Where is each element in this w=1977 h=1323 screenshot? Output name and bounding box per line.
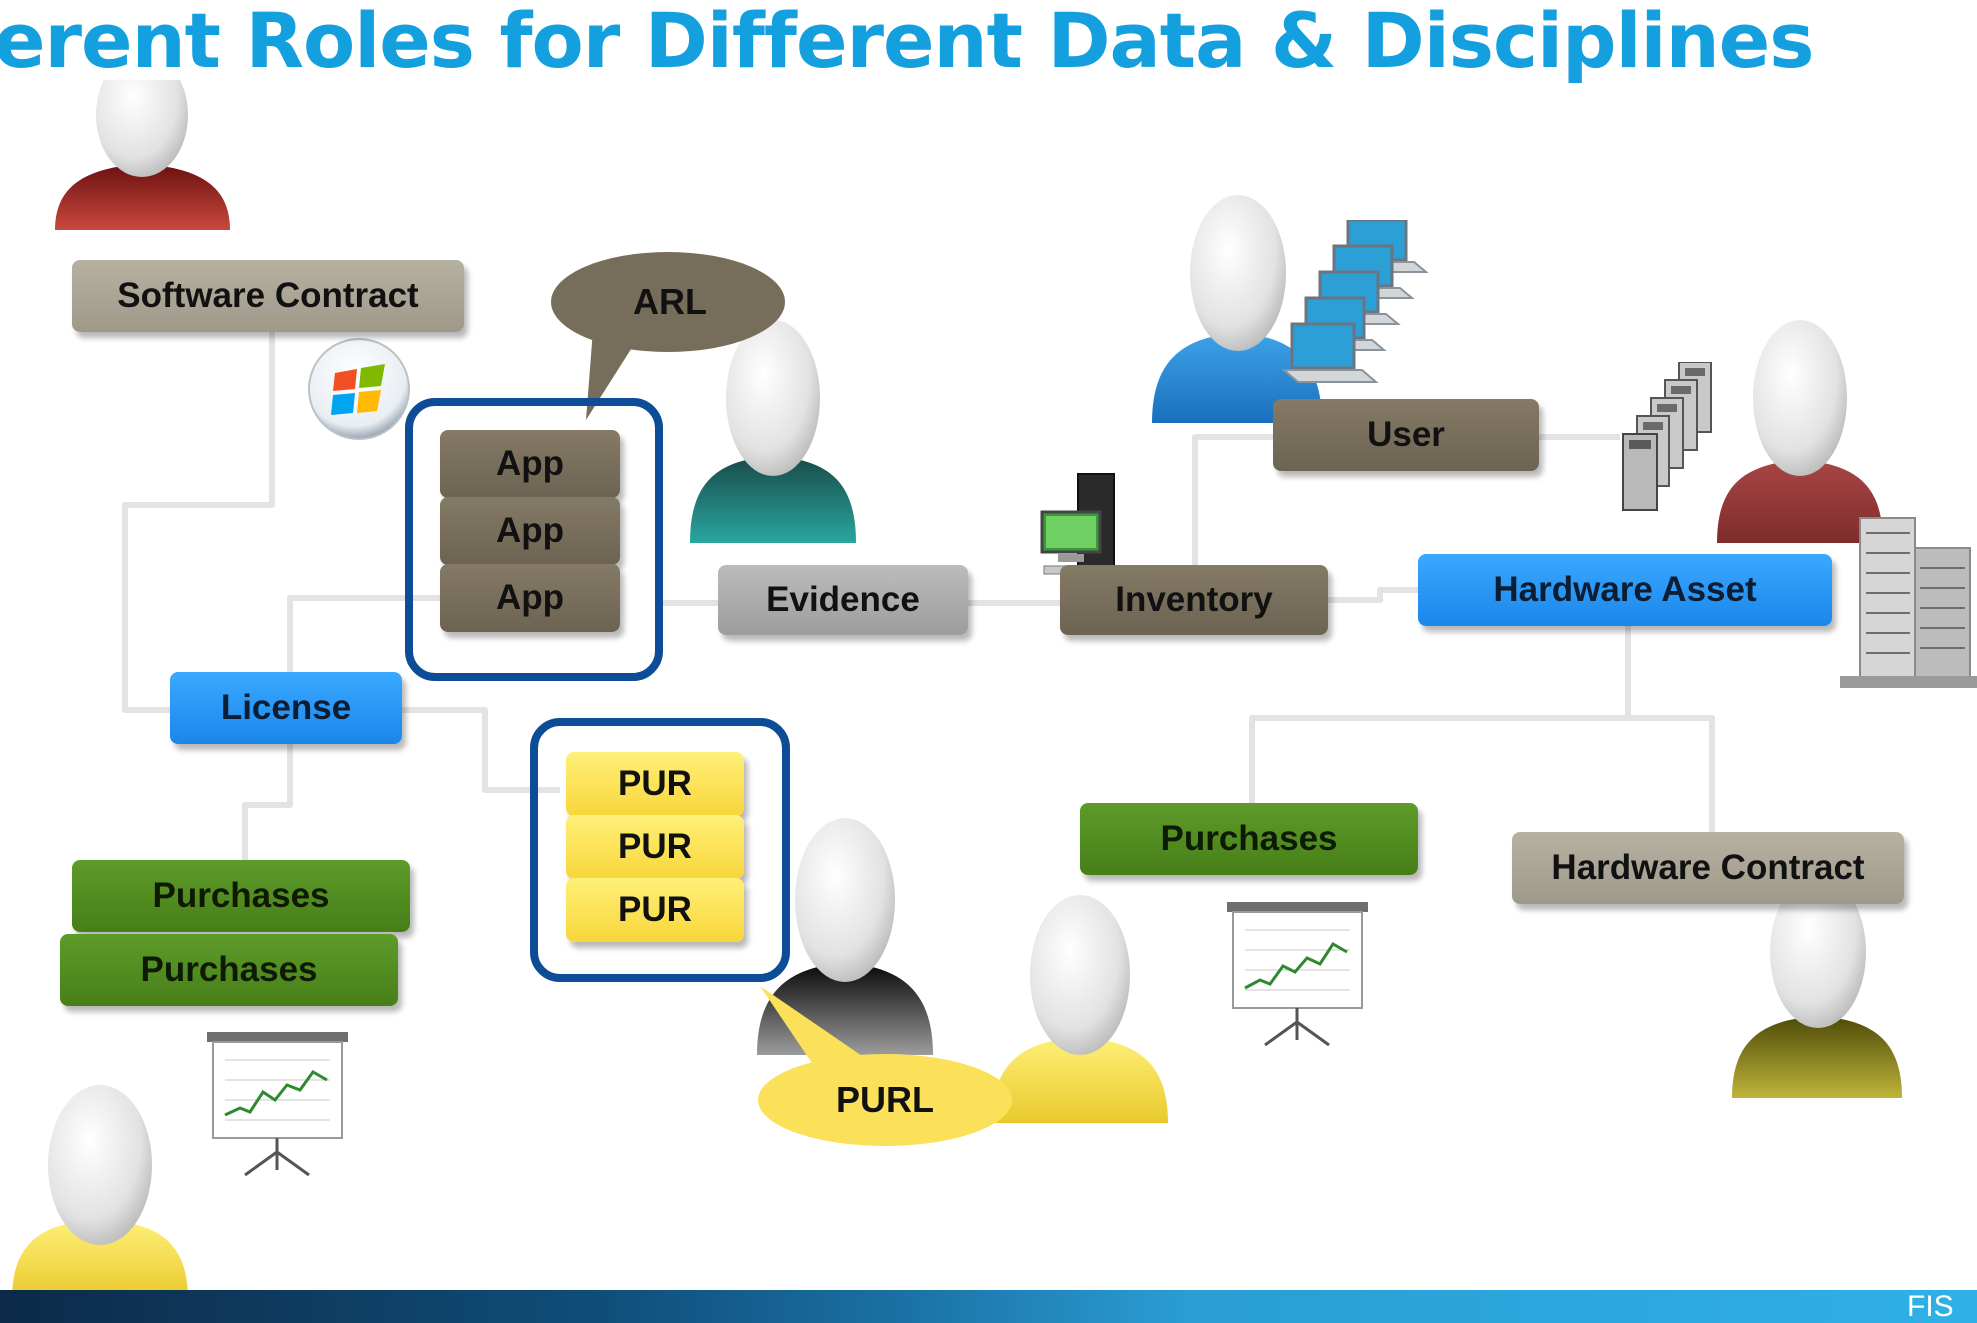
pur-box-1[interactable]: PUR	[566, 752, 744, 816]
desktop-computer-icon	[1040, 473, 1115, 575]
software-contract-box[interactable]: Software Contract	[72, 260, 464, 332]
arl-label: ARL	[633, 281, 707, 322]
person-icon	[12, 1085, 188, 1300]
pur-box-2[interactable]: PUR	[566, 815, 744, 879]
purchases-box-right[interactable]: Purchases	[1080, 803, 1418, 875]
app-box-2[interactable]: App	[440, 497, 620, 565]
person-icon	[1717, 320, 1883, 543]
license-box[interactable]: License	[170, 672, 402, 744]
user-box[interactable]: User	[1273, 399, 1539, 471]
purl-bubble	[758, 986, 1012, 1146]
chart-easel-icon	[1227, 902, 1368, 1047]
pur-group	[530, 718, 790, 982]
app-group	[405, 398, 663, 681]
hardware-contract-box[interactable]: Hardware Contract	[1512, 832, 1904, 904]
pur-box-3[interactable]: PUR	[566, 878, 744, 942]
office-building-icon	[1840, 517, 1977, 688]
purchases-box-left-1[interactable]: Purchases	[72, 860, 410, 932]
footer-banner	[0, 1290, 1977, 1323]
evidence-box[interactable]: Evidence	[718, 565, 968, 635]
page-title: erent Roles for Different Data & Discipl…	[0, 0, 1814, 85]
inventory-box[interactable]: Inventory	[1060, 565, 1328, 635]
app-box-3[interactable]: App	[440, 564, 620, 632]
app-box-1[interactable]: App	[440, 430, 620, 498]
person-icon	[690, 320, 856, 543]
person-icon	[55, 80, 230, 230]
hardware-asset-box[interactable]: Hardware Asset	[1418, 554, 1832, 626]
person-icon	[757, 818, 933, 1055]
person-icon	[1732, 880, 1902, 1098]
chart-easel-icon	[207, 1032, 348, 1177]
purchases-box-left-2[interactable]: Purchases	[60, 934, 398, 1006]
purl-label: PURL	[836, 1079, 934, 1120]
person-icon	[992, 895, 1168, 1123]
footer-logo-text: FIS	[1907, 1290, 1954, 1323]
windows-logo-icon	[308, 338, 410, 440]
server-stack-icon	[1622, 362, 1712, 511]
arl-bubble	[551, 252, 785, 420]
laptop-stack-icon	[1281, 220, 1429, 383]
